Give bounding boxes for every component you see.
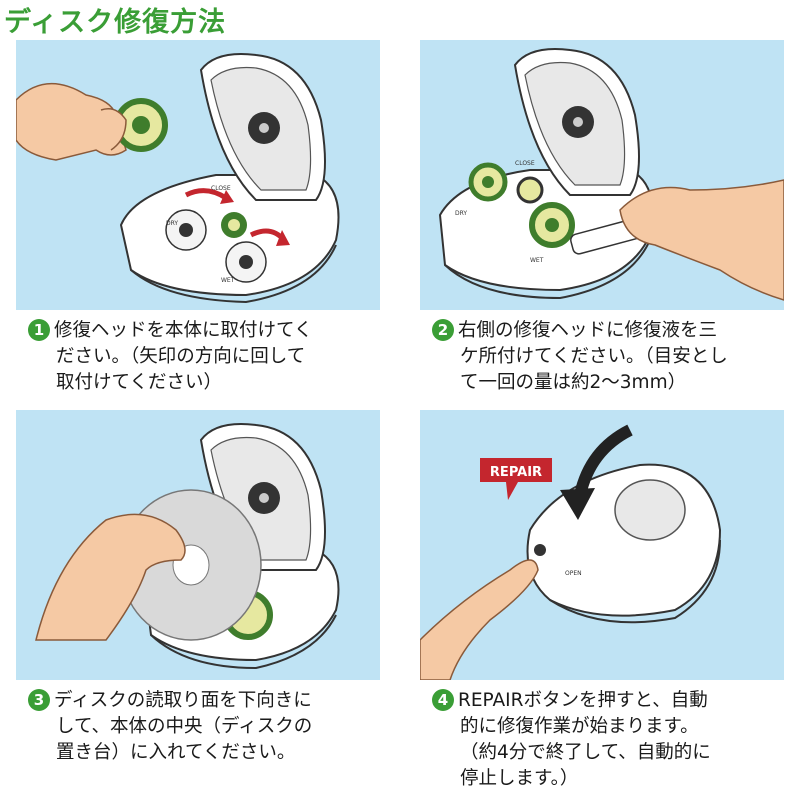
step-4-line-3: （約4分で終了して、自動的に	[460, 742, 711, 763]
step-3-line-1: ディスクの読取り面を下向きに	[54, 690, 312, 711]
step-2-line-2: ケ所付けてください。（目安とし	[460, 346, 728, 367]
step-1-line-3: 取付けてください）	[56, 372, 222, 393]
label-wet: WET	[221, 277, 235, 284]
repair-tag-label: REPAIR	[490, 465, 542, 480]
step-3-illustration	[16, 410, 380, 680]
page-title: ディスク修復方法	[4, 7, 227, 38]
step-3-number: 3	[28, 689, 50, 711]
step-2-line-1: 右側の修復ヘッドに修復液を三	[458, 320, 718, 341]
step-2-number: 2	[432, 319, 454, 341]
label-close-2: CLOSE	[515, 160, 535, 167]
label-open: OPEN	[565, 570, 582, 577]
label-dry-2: DRY	[455, 210, 467, 217]
step-4-line-1: REPAIRボタンを押すと、自動	[458, 690, 708, 711]
label-wet-2: WET	[530, 257, 544, 264]
label-close: CLOSE	[211, 185, 231, 192]
step-2-illustration: CLOSE DRY WET	[420, 40, 784, 310]
step-1-number: 1	[28, 319, 50, 341]
step-2-line-3: て一回の量は約2〜3mm）	[460, 372, 687, 393]
step-4-illustration: REPAIR OPEN	[420, 410, 784, 680]
step-4-number: 4	[432, 689, 454, 711]
label-dry: DRY	[166, 220, 178, 227]
step-1-line-1: 修復ヘッドを本体に取付けてく	[54, 320, 313, 341]
step-4-line-4: 停止します。）	[460, 768, 579, 789]
step-1-illustration: DRY WET CLOSE	[16, 40, 380, 310]
step-3-line-2: して、本体の中央（ディスクの	[56, 716, 313, 737]
step-4-line-2: 的に修復作業が始まります。	[460, 716, 699, 737]
step-3-line-3: 置き台）に入れてください。	[56, 742, 296, 763]
step-1-line-2: ださい。（矢印の方向に回して	[56, 346, 306, 367]
